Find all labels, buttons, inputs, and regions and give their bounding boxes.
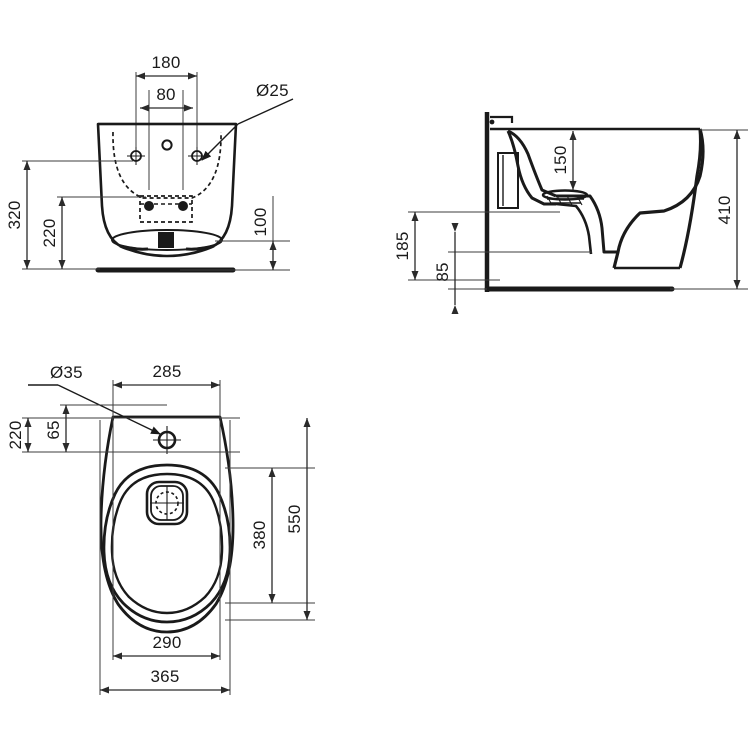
front-bowl-hidden-outline	[112, 131, 222, 199]
side-outer-back-profile	[678, 128, 703, 269]
dim-plan-550: 550	[285, 418, 311, 620]
dim-label-plan-550: 550	[285, 505, 304, 534]
dim-label-front-320: 320	[5, 201, 24, 230]
dim-label-plan-220: 220	[6, 421, 25, 450]
dim-label-plan-65: 65	[44, 420, 63, 439]
callout-label-plan-d35: Ø35	[50, 363, 83, 382]
side-trap-profile	[555, 202, 593, 255]
side-bowl-floor-profile	[556, 194, 618, 254]
dim-front-220: 220	[40, 197, 66, 269]
dim-side-410: 410	[670, 129, 748, 290]
dim-side-150: 150	[551, 131, 577, 190]
front-fixing-hole-left	[127, 147, 145, 165]
dim-plan-380: 380	[250, 468, 276, 603]
view-plan: Ø35 285 220 65	[6, 362, 315, 695]
dim-label-front-100: 100	[251, 208, 270, 237]
front-outlet-block	[158, 232, 174, 248]
dim-front-80: 80	[140, 85, 193, 112]
dim-plan-285: 285	[113, 362, 220, 389]
dim-front-320: 320	[5, 161, 31, 269]
dim-plan-65: 65	[44, 405, 70, 452]
dim-label-plan-380: 380	[250, 521, 269, 550]
front-vert-extension-lines	[22, 160, 290, 271]
front-body-outline	[96, 122, 238, 258]
dim-plan-220: 220	[6, 418, 32, 452]
dim-side-85: 85	[433, 223, 592, 314]
front-trap-node-right	[178, 201, 188, 211]
dim-label-side-85: 85	[433, 262, 452, 281]
view-side-section: 150 410 185 85	[393, 112, 748, 314]
plan-drain-aperture-outer	[145, 480, 189, 526]
dim-side-185: 185	[393, 211, 560, 281]
plan-body-outline	[99, 415, 235, 634]
plan-extension-lines	[22, 380, 315, 695]
side-outer-profile	[612, 128, 705, 269]
callout-label-front-d25: Ø25	[256, 81, 289, 100]
dim-label-side-410: 410	[715, 196, 734, 225]
side-inner-bowl-upper	[507, 129, 557, 198]
dim-plan-365: 365	[100, 667, 230, 694]
side-mount-bolt	[489, 119, 495, 125]
dim-front-180: 180	[136, 53, 197, 80]
dim-label-plan-365: 365	[151, 667, 180, 686]
dim-label-front-220: 220	[40, 219, 59, 248]
front-foot-right	[185, 244, 215, 251]
dim-label-side-150: 150	[551, 146, 570, 175]
dim-label-front-80: 80	[156, 85, 175, 104]
front-base-ellipse	[111, 229, 223, 251]
dim-label-side-185: 185	[393, 232, 412, 261]
front-trap-node-left	[144, 201, 154, 211]
plan-rim-outer	[102, 463, 232, 624]
dim-front-100: 100	[251, 196, 277, 270]
dim-plan-290: 290	[113, 633, 220, 660]
plan-hole-d35	[153, 426, 181, 454]
side-wall-bracket	[497, 152, 519, 209]
callout-front-d25: Ø25	[201, 81, 294, 161]
callout-plan-d35: Ø35	[28, 363, 161, 435]
side-top-mount-tab	[490, 115, 514, 123]
dim-label-plan-290: 290	[153, 633, 182, 652]
view-front-elevation: 180 80	[5, 53, 294, 273]
side-outlet-grate	[541, 189, 589, 206]
dim-label-plan-285: 285	[153, 362, 182, 381]
front-trap-hidden-outline	[139, 195, 193, 223]
dim-label-front-180: 180	[152, 53, 181, 72]
front-overflow-ring	[161, 139, 173, 151]
front-foot-left	[119, 244, 149, 251]
plan-rim-inner	[110, 472, 224, 615]
